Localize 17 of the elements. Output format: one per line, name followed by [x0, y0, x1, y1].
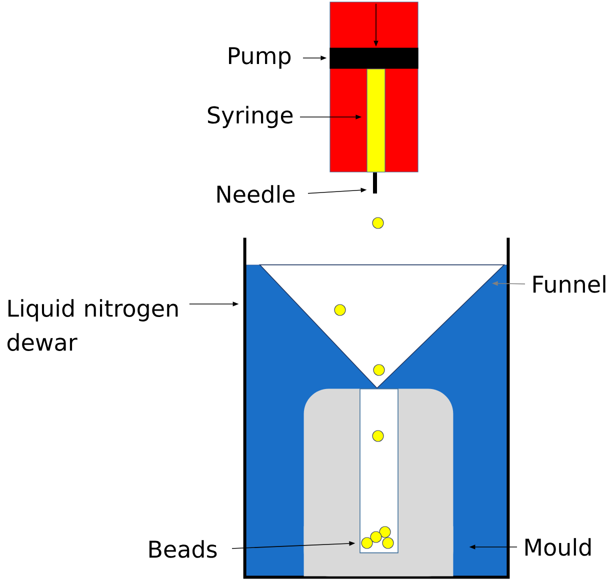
part-label: Mould	[525, 538, 591, 556]
bead	[370, 531, 382, 543]
part-label: Beads	[149, 540, 217, 558]
part-label: Pump	[229, 47, 291, 69]
bead	[382, 537, 394, 549]
part-label: Funnel	[533, 275, 606, 293]
part-label: Liquid nitrogen dewar	[7, 299, 178, 351]
bead	[334, 304, 346, 316]
bead	[379, 526, 391, 538]
bead	[372, 217, 384, 229]
part-label: Syringe	[208, 106, 293, 128]
part-label: Needle	[217, 185, 295, 203]
needle	[373, 172, 377, 194]
bead	[372, 430, 384, 442]
bead	[373, 364, 385, 376]
bead	[361, 537, 373, 549]
syringe	[366, 68, 386, 172]
